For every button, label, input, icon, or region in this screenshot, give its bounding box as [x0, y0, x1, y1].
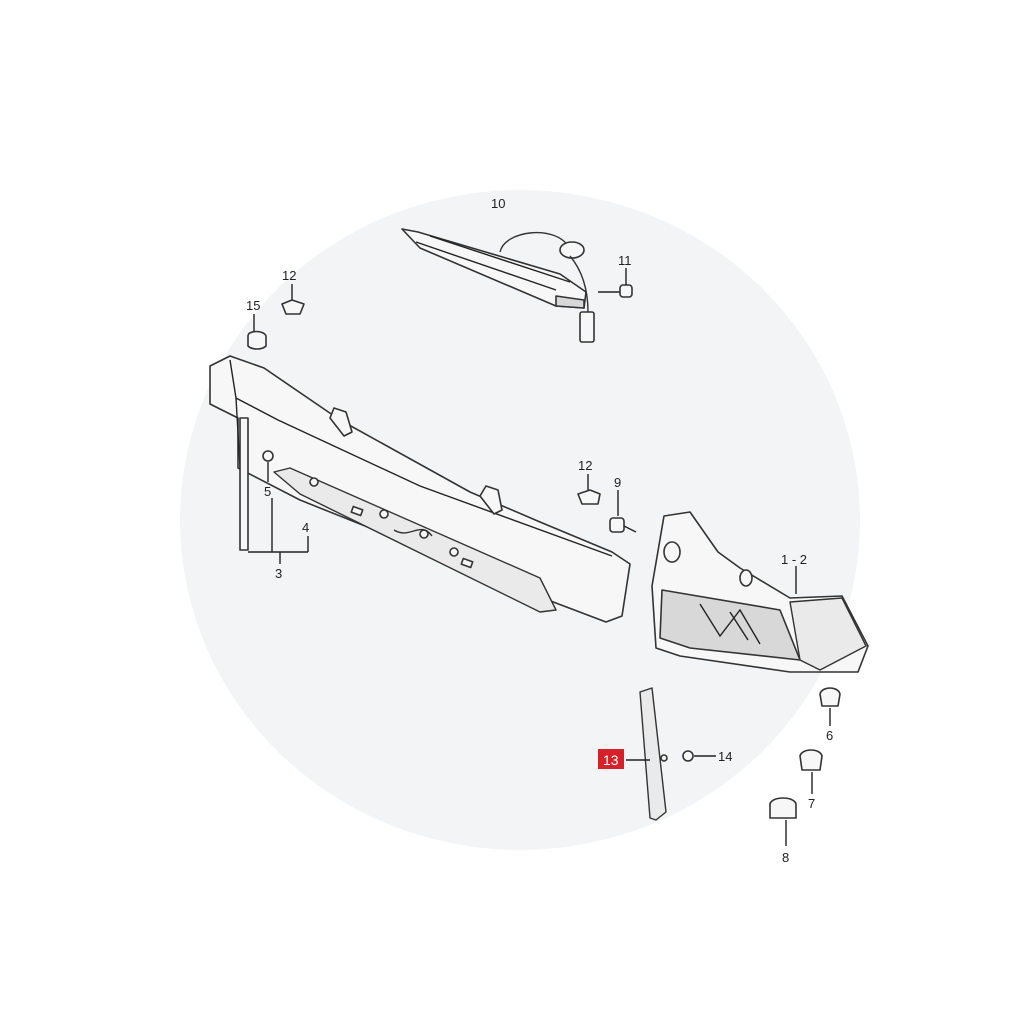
callout-11: 11 — [618, 253, 632, 268]
callout-1-2: 1 - 2 — [781, 552, 807, 567]
part-8-cap-nut — [769, 797, 797, 846]
part-9-bolt — [609, 490, 637, 533]
part-12-clip-middle — [577, 474, 601, 505]
part-13-side-reflector — [639, 687, 668, 821]
callout-12-middle: 12 — [578, 458, 592, 473]
part-4-reflector-strip — [273, 467, 557, 613]
wire-connector — [579, 311, 595, 343]
bulb-socket — [559, 241, 585, 259]
part-5-screw — [262, 450, 274, 482]
callout-6: 6 — [826, 728, 833, 743]
part-10-high-mount-stop-lamp — [401, 228, 595, 343]
part-7-grommet — [799, 749, 823, 794]
panel-left-edge — [239, 417, 249, 551]
bracket-3-4-5 — [248, 498, 309, 564]
part-14-nut — [682, 750, 716, 762]
callout-12-top: 12 — [282, 268, 296, 283]
part-11-nut — [598, 268, 633, 298]
callout-4: 4 — [302, 520, 309, 535]
callout-7: 7 — [808, 796, 815, 811]
part-12-clip-top — [281, 284, 305, 315]
part-15-grommet — [247, 314, 267, 350]
rear-garnish-panel — [209, 355, 631, 623]
part-6-grommet — [819, 687, 841, 726]
callout-14: 14 — [718, 749, 732, 764]
callout-15: 15 — [246, 298, 260, 313]
callout-13: 13 — [603, 752, 619, 768]
callout-10: 10 — [491, 196, 505, 211]
part-1-2-rear-combination-lamp — [651, 511, 869, 673]
callout-5: 5 — [264, 484, 271, 499]
callout-3: 3 — [275, 566, 282, 581]
callout-9: 9 — [614, 475, 621, 490]
callout-13-highlight — [598, 749, 624, 769]
callout-8: 8 — [782, 850, 789, 865]
wire-harness — [499, 232, 569, 253]
